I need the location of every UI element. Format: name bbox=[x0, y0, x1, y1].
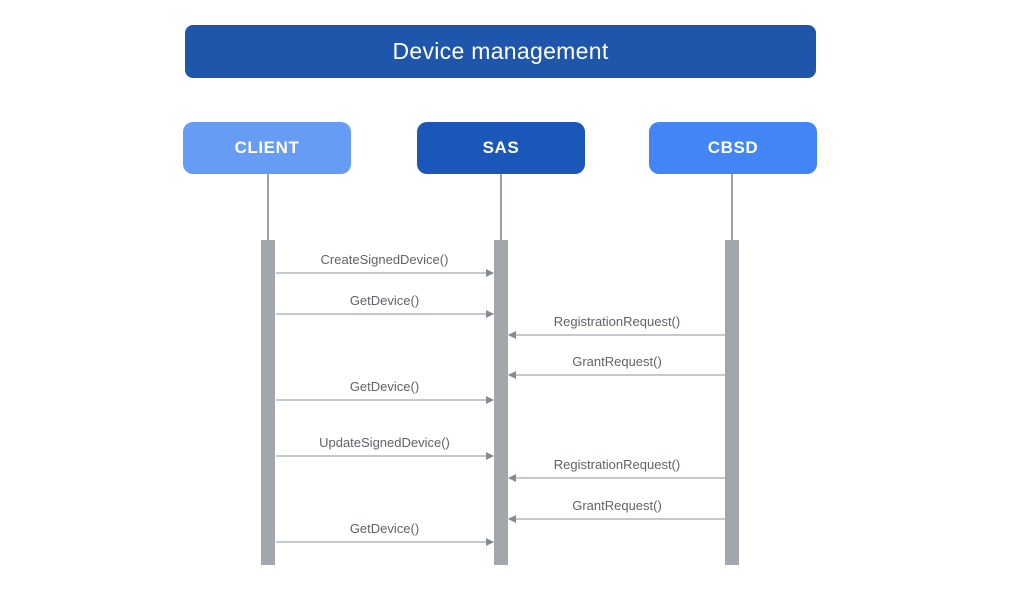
actor-cbsd: CBSD bbox=[649, 122, 817, 174]
arrow-right-icon bbox=[276, 399, 493, 401]
message-label: GetDevice() bbox=[349, 521, 420, 536]
lifeline-client bbox=[267, 174, 269, 240]
arrow-left-icon bbox=[509, 374, 725, 376]
arrow-left-icon bbox=[509, 518, 725, 520]
arrow-right-icon bbox=[276, 272, 493, 274]
message-update-signed-device: UpdateSignedDevice() bbox=[276, 435, 493, 457]
message-grant-request-1: GrantRequest() bbox=[509, 354, 725, 376]
message-label: GetDevice() bbox=[349, 293, 420, 308]
message-label: UpdateSignedDevice() bbox=[319, 435, 450, 450]
message-registration-request-1: RegistrationRequest() bbox=[509, 314, 725, 336]
message-get-device-2: GetDevice() bbox=[276, 379, 493, 401]
arrow-right-icon bbox=[276, 455, 493, 457]
actor-sas-label: SAS bbox=[482, 138, 520, 157]
message-label: GetDevice() bbox=[349, 379, 420, 394]
message-label: GrantRequest() bbox=[572, 498, 662, 513]
message-label: RegistrationRequest() bbox=[553, 314, 681, 329]
actor-cbsd-label: CBSD bbox=[707, 138, 759, 157]
arrow-left-icon bbox=[509, 477, 725, 479]
message-get-device-3: GetDevice() bbox=[276, 521, 493, 543]
lifeline-cbsd bbox=[731, 174, 733, 240]
actor-client: CLIENT bbox=[183, 122, 351, 174]
activation-bar-cbsd bbox=[725, 240, 739, 565]
activation-bar-client bbox=[261, 240, 275, 565]
message-create-signed-device: CreateSignedDevice() bbox=[276, 252, 493, 274]
diagram-title-bar: Device management bbox=[185, 25, 816, 78]
arrow-right-icon bbox=[276, 541, 493, 543]
arrow-right-icon bbox=[276, 313, 493, 315]
message-label: RegistrationRequest() bbox=[553, 457, 681, 472]
message-label: GrantRequest() bbox=[572, 354, 662, 369]
diagram-title: Device management bbox=[392, 38, 609, 64]
arrow-left-icon bbox=[509, 334, 725, 336]
actor-sas: SAS bbox=[417, 122, 585, 174]
message-registration-request-2: RegistrationRequest() bbox=[509, 457, 725, 479]
actor-client-label: CLIENT bbox=[234, 138, 300, 157]
lifeline-sas bbox=[500, 174, 502, 240]
message-get-device-1: GetDevice() bbox=[276, 293, 493, 315]
activation-bar-sas bbox=[494, 240, 508, 565]
message-grant-request-2: GrantRequest() bbox=[509, 498, 725, 520]
message-label: CreateSignedDevice() bbox=[320, 252, 449, 267]
